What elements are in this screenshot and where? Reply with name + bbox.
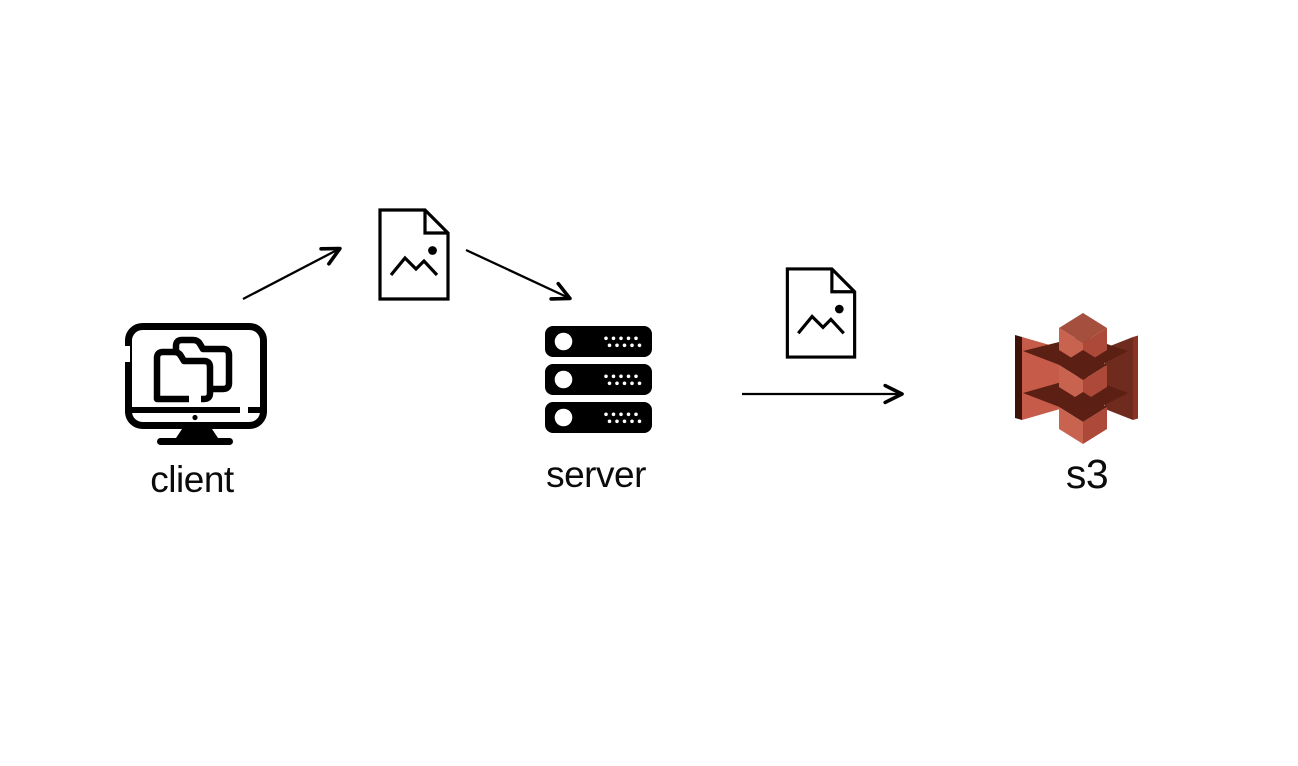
monitor-folder-icon — [122, 323, 267, 445]
s3-right-strip — [1133, 335, 1138, 420]
image-file-icon — [785, 267, 857, 359]
image-file-1 — [378, 208, 450, 301]
s3-label: s3 — [1065, 451, 1109, 497]
aws-s3-bucket-icon — [1015, 313, 1138, 444]
arrow-image-file-to-server — [465, 248, 572, 301]
image-file-icon — [378, 208, 450, 301]
s3-bot-cube-right — [1083, 407, 1107, 444]
s3-bot-cube-left — [1059, 407, 1083, 444]
server-label: server — [546, 454, 646, 495]
node-client — [121, 319, 271, 447]
s3-mid-cube-right — [1083, 365, 1107, 402]
client-label: client — [150, 459, 234, 500]
node-server — [545, 326, 652, 433]
image-file-2 — [785, 267, 857, 359]
s3-mid-cube-left — [1059, 365, 1083, 402]
s3-left-strip — [1015, 335, 1022, 420]
arrow-client-to-image-file — [242, 246, 342, 301]
server-stack-icon — [545, 326, 652, 433]
node-s3 — [1015, 312, 1138, 446]
